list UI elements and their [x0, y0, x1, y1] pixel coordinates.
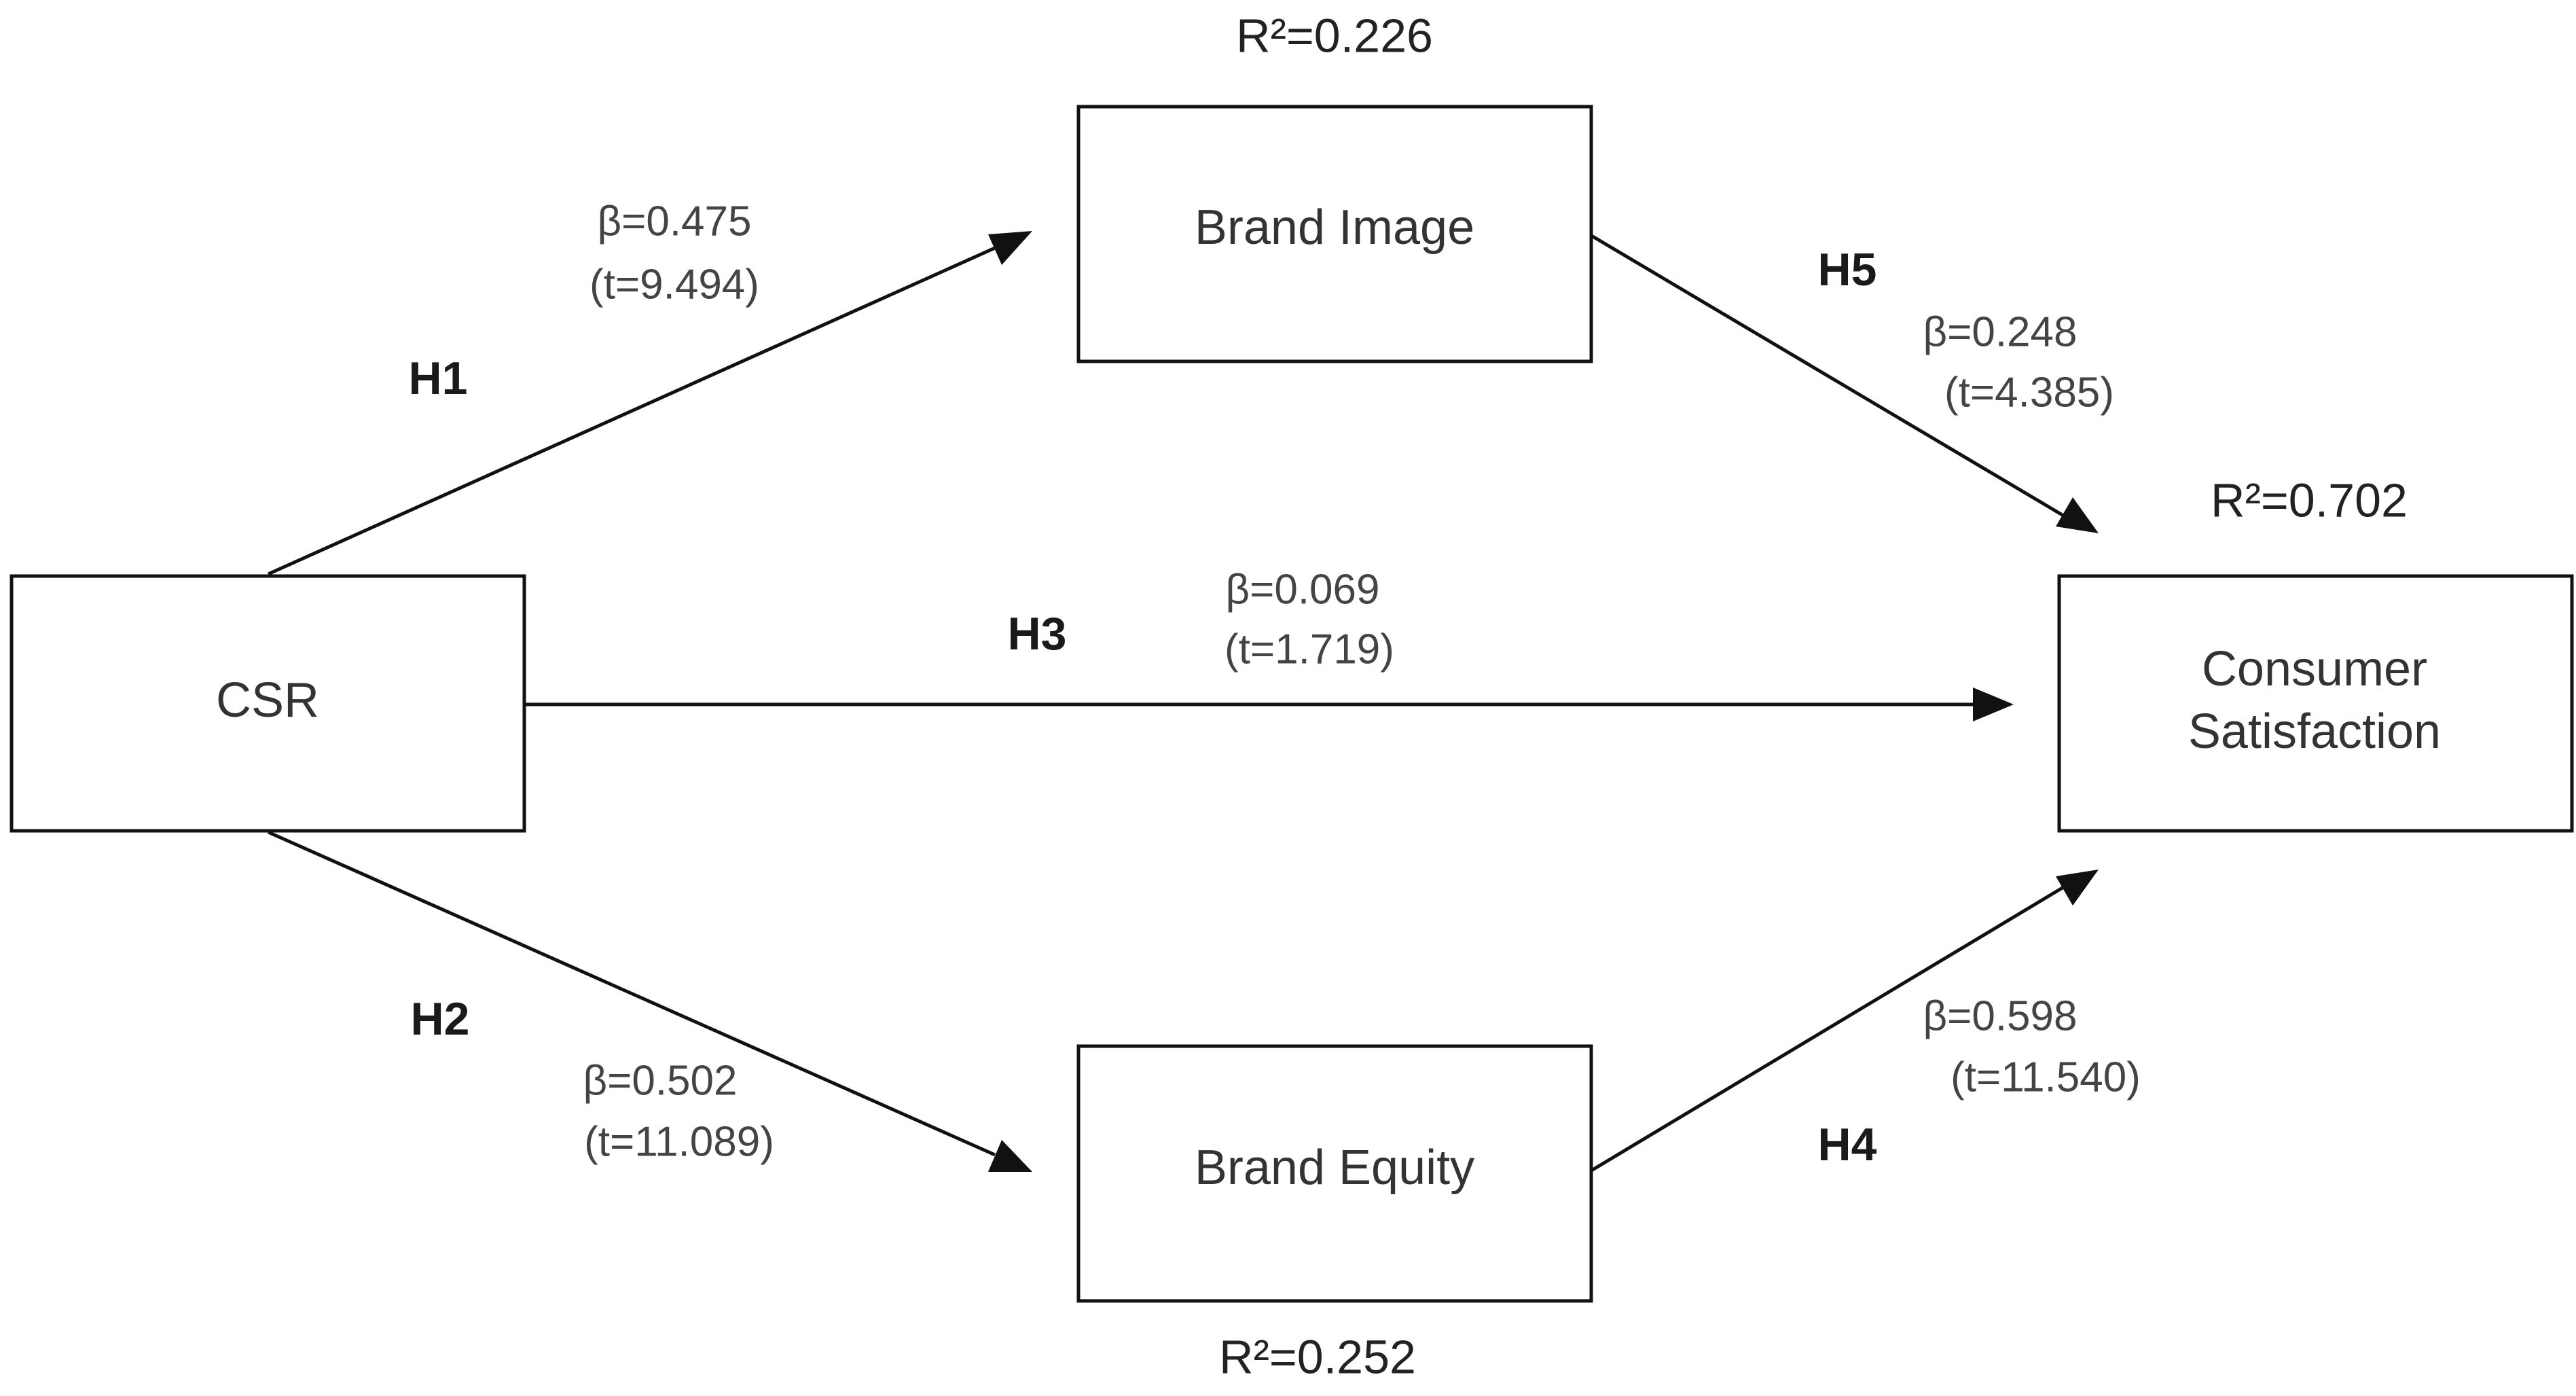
beta-label-h2: β=0.502 — [583, 1057, 737, 1104]
node-consumer-satisfaction: Consumer Satisfaction — [2057, 574, 2574, 833]
node-box-brand-equity — [1076, 1044, 1593, 1303]
t-label-h3: (t=1.719) — [1224, 626, 1394, 673]
arrow-head-h4 — [2056, 870, 2099, 906]
arrow-line-h2 — [267, 830, 996, 1157]
beta-label-h1: β=0.475 — [597, 198, 751, 245]
node-label-consumer-satisfaction-line2: Satisfaction — [2188, 704, 2441, 759]
path-h2 — [267, 830, 1032, 1172]
r2-label-consumer-satisfaction: R²=0.702 — [2211, 473, 2408, 526]
t-label-h2: (t=11.089) — [584, 1118, 774, 1165]
hypothesis-label-h2: H2 — [411, 993, 470, 1045]
path-h3 — [524, 687, 2014, 721]
hypothesis-label-h5: H5 — [1818, 244, 1877, 296]
node-box-brand-image — [1076, 105, 1593, 363]
hypothesis-label-h1: H1 — [409, 353, 468, 404]
coefficient-h3: β=0.069 (t=1.719) — [1224, 566, 1394, 673]
node-label-brand-equity: Brand Equity — [1195, 1141, 1474, 1195]
hypothesis-label-h4: H4 — [1818, 1119, 1877, 1170]
node-brand-image: Brand Image — [1076, 105, 1593, 363]
node-label-consumer-satisfaction-line1: Consumer — [2202, 642, 2427, 696]
path-h5 — [1588, 232, 2099, 533]
path-h1 — [267, 231, 1032, 576]
coefficient-h5: β=0.248 (t=4.385) — [1923, 308, 2114, 416]
beta-label-h5: β=0.248 — [1923, 308, 2077, 355]
r2-label-brand-image: R²=0.226 — [1236, 9, 1433, 62]
beta-label-h4: β=0.598 — [1923, 992, 2077, 1039]
hypothesis-label-h3: H3 — [1008, 608, 1067, 660]
arrow-head-h1 — [988, 231, 1032, 265]
node-label-csr: CSR — [216, 673, 319, 728]
t-label-h5: (t=4.385) — [1944, 369, 2114, 416]
node-label-brand-image: Brand Image — [1195, 200, 1474, 255]
arrow-line-h1 — [267, 246, 996, 576]
arrow-head-h5 — [2056, 497, 2099, 533]
node-csr: CSR — [10, 574, 526, 833]
beta-label-h3: β=0.069 — [1225, 566, 1379, 613]
arrow-line-h5 — [1588, 232, 2066, 518]
node-box-consumer-satisfaction — [2057, 574, 2574, 833]
path-h4 — [1588, 870, 2099, 1174]
t-label-h4: (t=11.540) — [1951, 1054, 2141, 1100]
node-brand-equity: Brand Equity — [1076, 1044, 1593, 1303]
coefficient-h4: β=0.598 (t=11.540) — [1923, 992, 2140, 1100]
node-box-csr — [10, 574, 526, 833]
coefficient-h1: β=0.475 (t=9.494) — [589, 198, 759, 308]
coefficient-h2: β=0.502 (t=11.089) — [583, 1057, 774, 1165]
arrow-line-h4 — [1588, 884, 2066, 1174]
t-label-h1: (t=9.494) — [589, 261, 759, 308]
r2-label-brand-equity: R²=0.252 — [1219, 1330, 1416, 1383]
arrow-head-h2 — [988, 1140, 1032, 1172]
arrow-head-h3 — [1973, 687, 2014, 721]
